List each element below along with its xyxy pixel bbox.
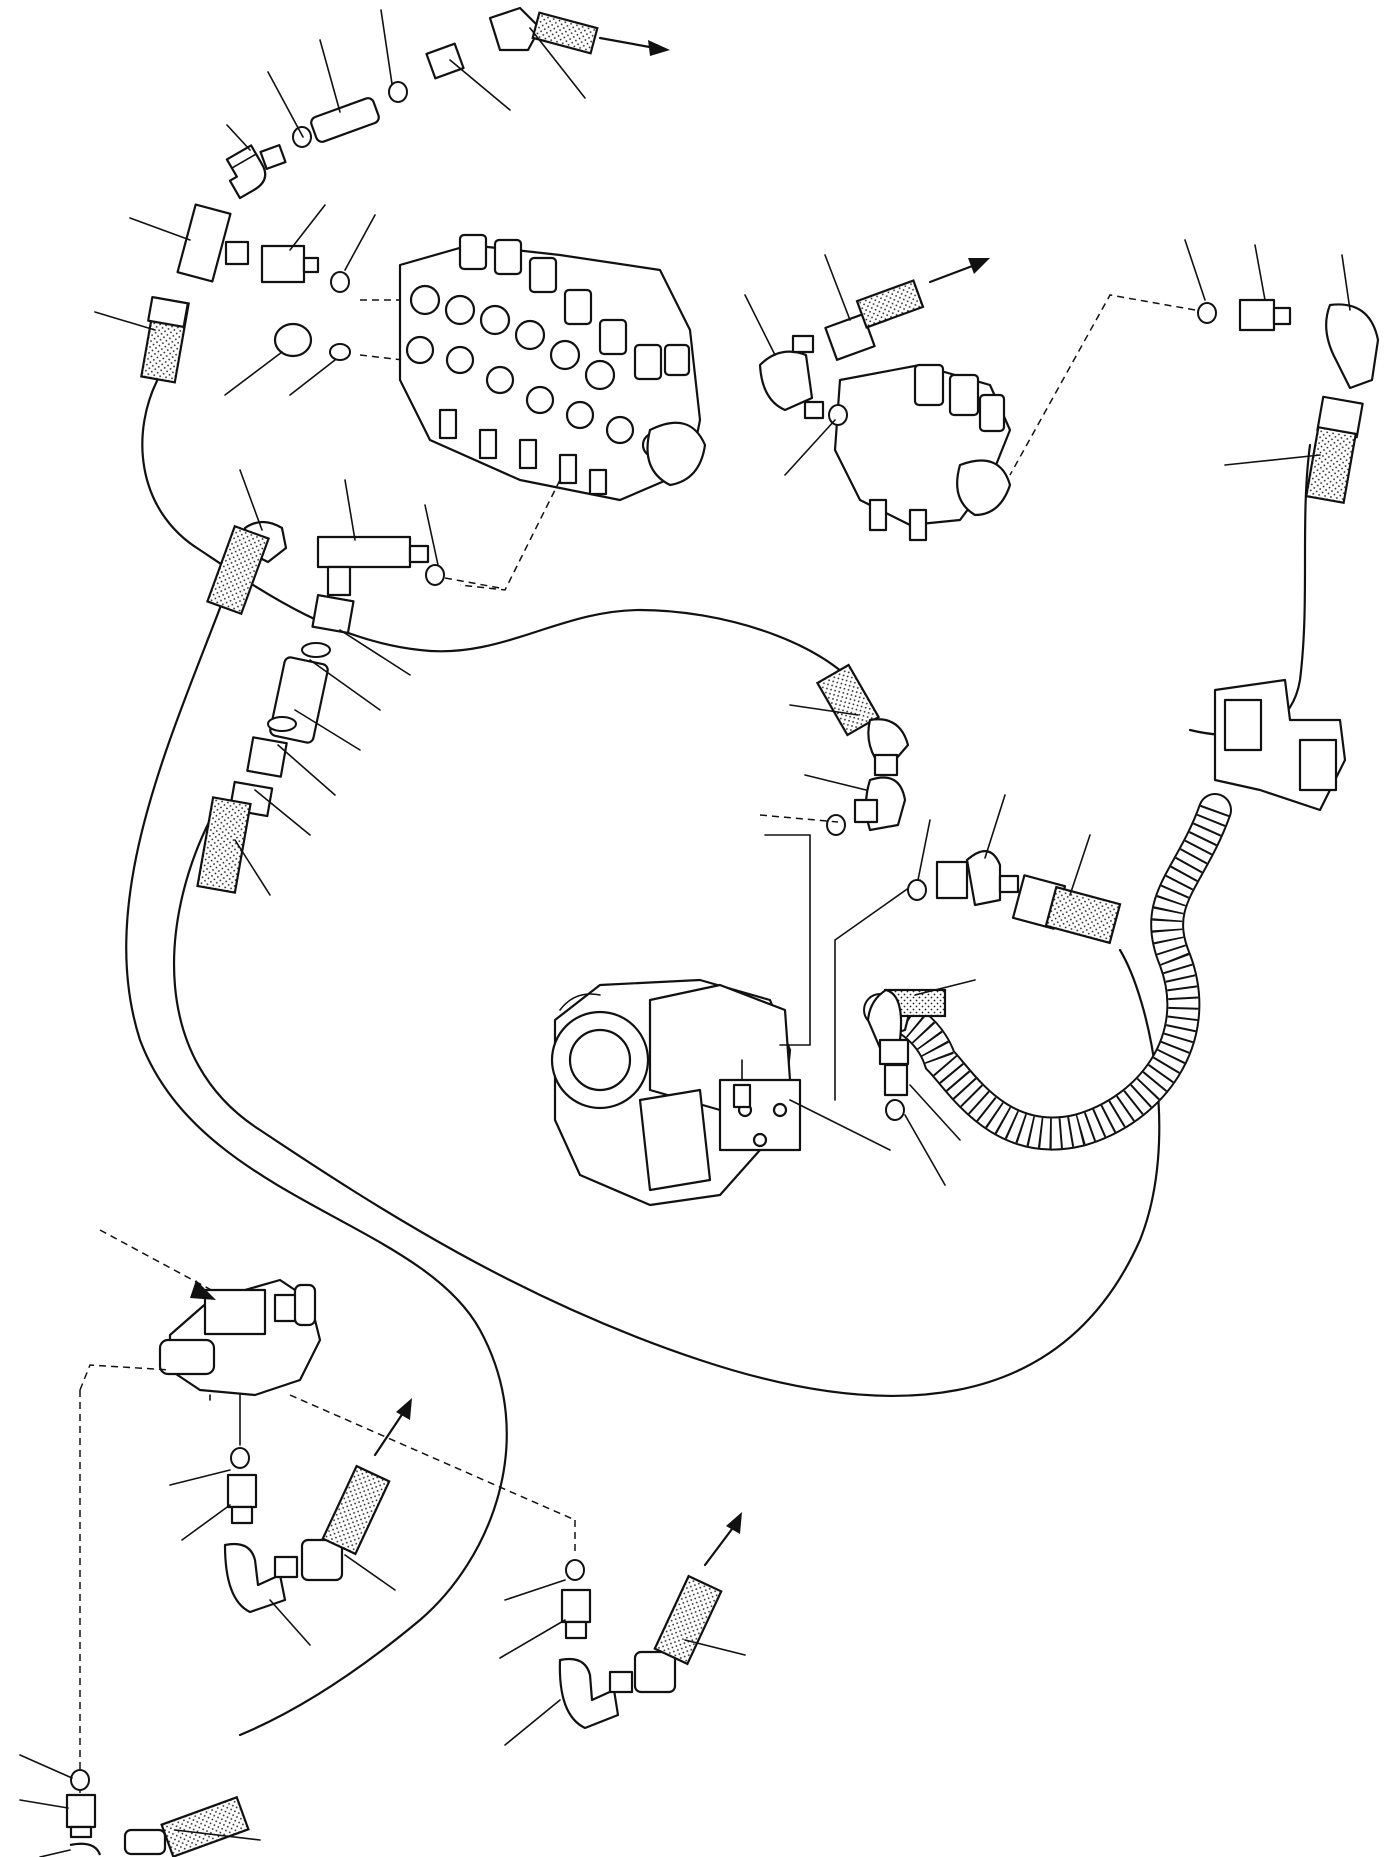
- top-right-valve: [758, 258, 1380, 542]
- spiral-guarded-hose: [863, 793, 1232, 1151]
- lower-fitting-groups: [65, 1364, 742, 1857]
- hose-lines: [125, 373, 1312, 1737]
- middle-left-tee-chain: [196, 520, 501, 894]
- hydraulic-pump: [550, 834, 921, 1207]
- flow-arrow-icon: [968, 258, 990, 274]
- middle-elbow-group: [815, 663, 1122, 945]
- indicator-arrow-icon: [190, 1280, 216, 1300]
- leader-lines: [19, 9, 1351, 1857]
- cap-icon: [273, 322, 313, 358]
- main-control-valve: [398, 233, 707, 591]
- hose-clamp-bracket: [1213, 678, 1347, 812]
- lower-left-valve: [99, 1229, 322, 1401]
- flow-arrow-icon: [648, 40, 670, 56]
- o-ring-icon: [292, 126, 312, 148]
- flow-arrow-icon: [726, 1512, 742, 1534]
- flow-arrow-icon: [396, 1398, 412, 1420]
- top-left-fitting-chain: [140, 6, 670, 384]
